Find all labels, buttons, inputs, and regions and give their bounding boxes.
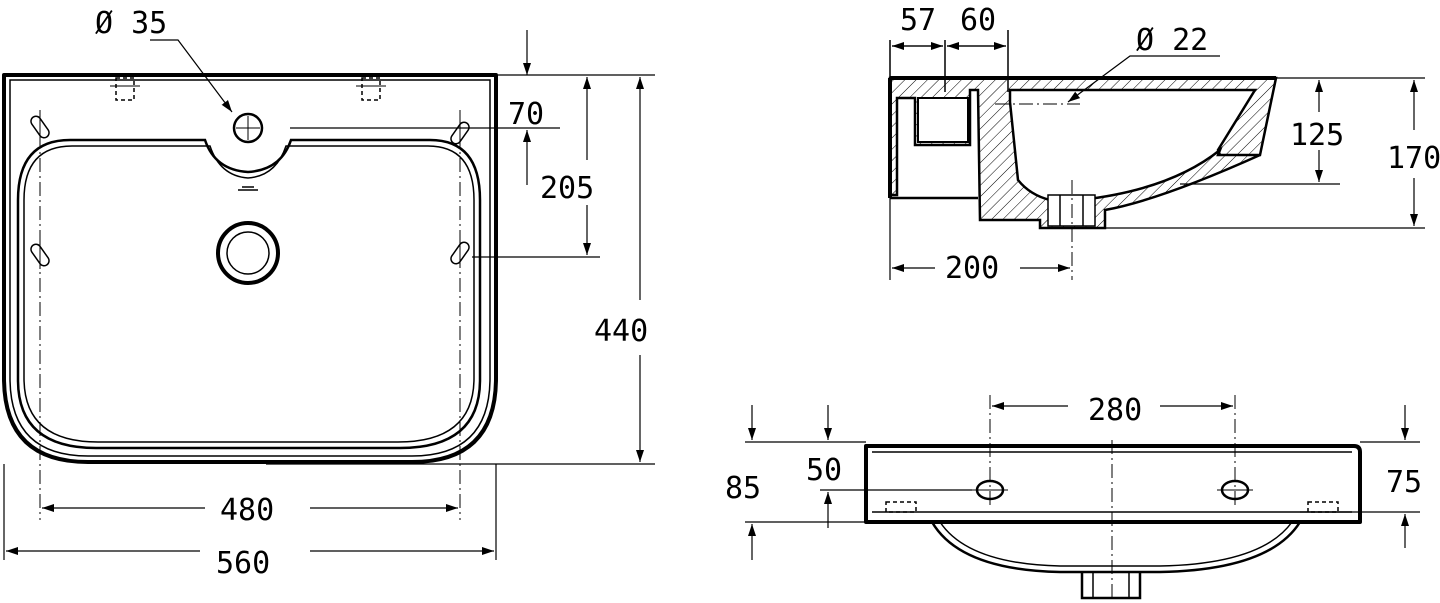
dim-fixing-spacing-label: 205	[540, 171, 594, 206]
overflow-slot	[238, 186, 258, 191]
dim-fixing-centres-label: 280	[1088, 393, 1142, 428]
basin-outer-outline	[2, 73, 498, 464]
front-waste-outlet	[1080, 572, 1142, 600]
dim-left-height-label: 85	[725, 471, 761, 506]
front-rim-outline	[864, 444, 1362, 524]
waste-hole-outer	[216, 221, 280, 285]
dim-total-height-label: 170	[1387, 141, 1440, 176]
bowl-inner-edge	[23, 145, 475, 443]
dim-waste-offset-label: 200	[945, 251, 999, 286]
dim-rim-label: 57	[900, 3, 936, 38]
dim-right-height-label: 75	[1386, 465, 1422, 500]
section-view: 57 60 Ø 22 125 170 200	[888, 3, 1440, 286]
front-view: 280 85 50 75	[725, 393, 1422, 600]
waste-hole-inner	[226, 231, 270, 275]
dim-depth-label: 440	[594, 314, 648, 349]
dim-rim-inner-label: 60	[960, 3, 996, 38]
basin-outer-inner-edge	[9, 79, 491, 457]
front-fixing-hole-left	[972, 395, 1008, 505]
fixing-stud-right	[356, 77, 386, 101]
dim-overflow-offset-label: 70	[508, 97, 544, 132]
dim-overflow-hole-label: Ø 22	[1136, 23, 1208, 58]
fixing-stud-left	[110, 77, 140, 101]
front-bowl-outline	[930, 521, 1302, 574]
bowl-outline	[16, 138, 482, 450]
front-fixing-hole-right	[1217, 395, 1253, 505]
dim-tap-hole-label: Ø 35	[95, 6, 167, 41]
dim-fixing-width-label: 480	[220, 493, 274, 528]
tap-hole	[232, 112, 264, 144]
dim-width-label: 560	[216, 546, 270, 581]
top-view: Ø 35 70 205 440 480 560	[2, 6, 655, 581]
dim-left-hole-height-label: 50	[806, 453, 842, 488]
section-hatched-body	[888, 76, 1278, 230]
dim-bowl-depth-label: 125	[1290, 118, 1344, 153]
